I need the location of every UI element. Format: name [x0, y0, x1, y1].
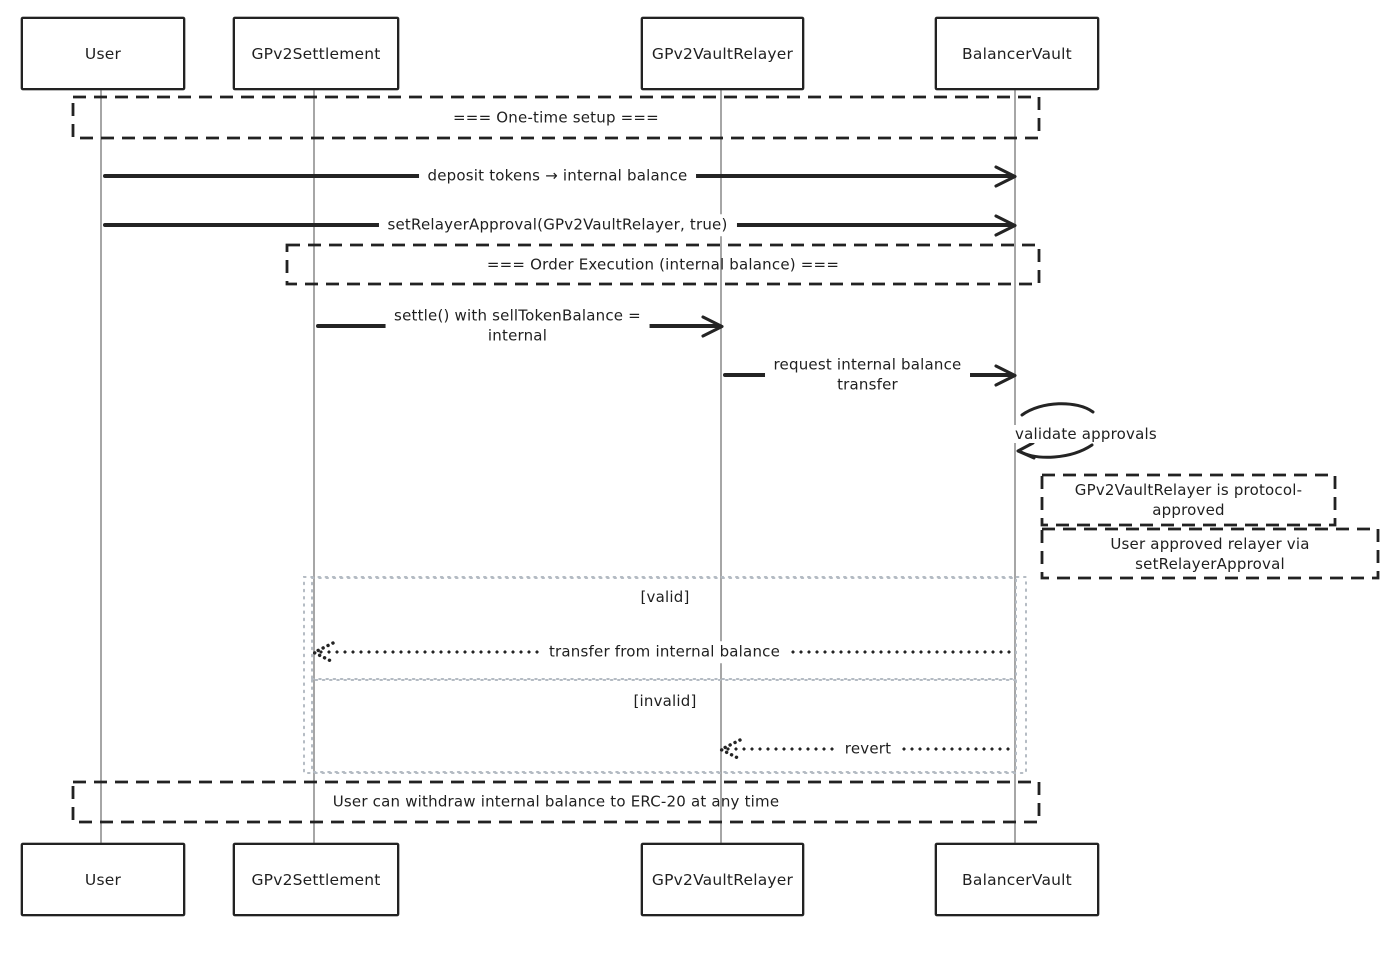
dashed-border [1040, 527, 1380, 580]
actor-label: BalancerVault [962, 44, 1072, 63]
actor-label: GPv2VaultRelayer [651, 44, 794, 63]
note-line1: GPv2VaultRelayer is protocol- [1074, 480, 1303, 499]
arrowhead-right-icon [994, 213, 1017, 237]
dashed-border [285, 243, 1041, 286]
arrowhead-left-dotted-icon [312, 640, 335, 664]
note-line2: approved [1152, 501, 1225, 519]
dashed-border [71, 95, 1041, 140]
actor-top-user: User [21, 17, 185, 90]
alt-frame-invalid-border [311, 678, 1017, 773]
self-loop-label: validate approvals [1012, 425, 1160, 443]
message-label-line1: request internal balance [773, 355, 962, 374]
actor-label: User [84, 44, 122, 63]
message-label-line1: settle() with sellTokenBalance = [394, 306, 641, 325]
actor-label: GPv2Settlement [251, 870, 381, 889]
divider-label: === One-time setup === [453, 108, 659, 127]
arrowhead-left-dotted-icon [719, 737, 742, 761]
alt-frame: [valid] [invalid] [303, 576, 1027, 774]
self-loop-arrow-icon [1016, 402, 1095, 460]
actor-label: GPv2Settlement [251, 44, 381, 63]
actor-label: GPv2VaultRelayer [651, 870, 794, 889]
message-label: setRelayerApproval(GPv2VaultRelayer, tru… [378, 214, 737, 236]
lifeline-user [100, 88, 102, 843]
lifeline-gpv2settlement [313, 88, 315, 843]
message-label: revert [835, 738, 901, 760]
divider-order-execution: === Order Execution (internal balance) =… [285, 243, 1041, 286]
divider-label: User can withdraw internal balance to ER… [332, 792, 780, 811]
dashed-border [1040, 473, 1337, 527]
divider-one-time-setup: === One-time setup === [71, 95, 1041, 140]
actor-label: BalancerVault [962, 870, 1072, 889]
alt-frame-valid-border [311, 577, 1017, 681]
actor-bottom-gpv2settlement: GPv2Settlement [233, 843, 399, 916]
alt-condition-invalid: [invalid] [633, 692, 697, 710]
message-label: settle() with sellTokenBalance =internal [385, 305, 650, 347]
arrowhead-right-icon [701, 314, 724, 338]
actor-bottom-balancervault: BalancerVault [935, 843, 1099, 916]
note-line2: setRelayerApproval [1135, 554, 1285, 573]
divider-withdraw: User can withdraw internal balance to ER… [71, 780, 1041, 824]
lifeline-gpv2vaultrelayer [720, 88, 722, 843]
message-label: deposit tokens → internal balance [418, 165, 697, 187]
note-text: GPv2VaultRelayer is protocol-approved [1040, 480, 1337, 521]
actor-top-balancervault: BalancerVault [935, 17, 1099, 90]
lifeline-balancervault [1014, 88, 1016, 843]
note-protocol-approved: GPv2VaultRelayer is protocol-approved [1040, 473, 1337, 527]
actor-top-gpv2settlement: GPv2Settlement [233, 17, 399, 90]
divider-label: === Order Execution (internal balance) =… [486, 255, 840, 274]
message-label-line2: transfer [837, 375, 898, 393]
actor-bottom-user: User [21, 843, 185, 916]
dashed-border [71, 780, 1041, 824]
actor-top-gpv2vaultrelayer: GPv2VaultRelayer [641, 17, 804, 90]
actor-bottom-gpv2vaultrelayer: GPv2VaultRelayer [641, 843, 804, 916]
message-validate-approvals: validate approvals [1005, 398, 1180, 464]
message-label-line2: internal [487, 326, 548, 344]
arrowhead-right-icon [994, 363, 1017, 387]
arrowhead-right-icon [994, 164, 1017, 188]
alt-condition-valid: [valid] [640, 588, 690, 606]
actor-label: User [84, 870, 122, 889]
message-label: transfer from internal balance [539, 641, 790, 663]
note-line1: User approved relayer via [1110, 534, 1310, 553]
